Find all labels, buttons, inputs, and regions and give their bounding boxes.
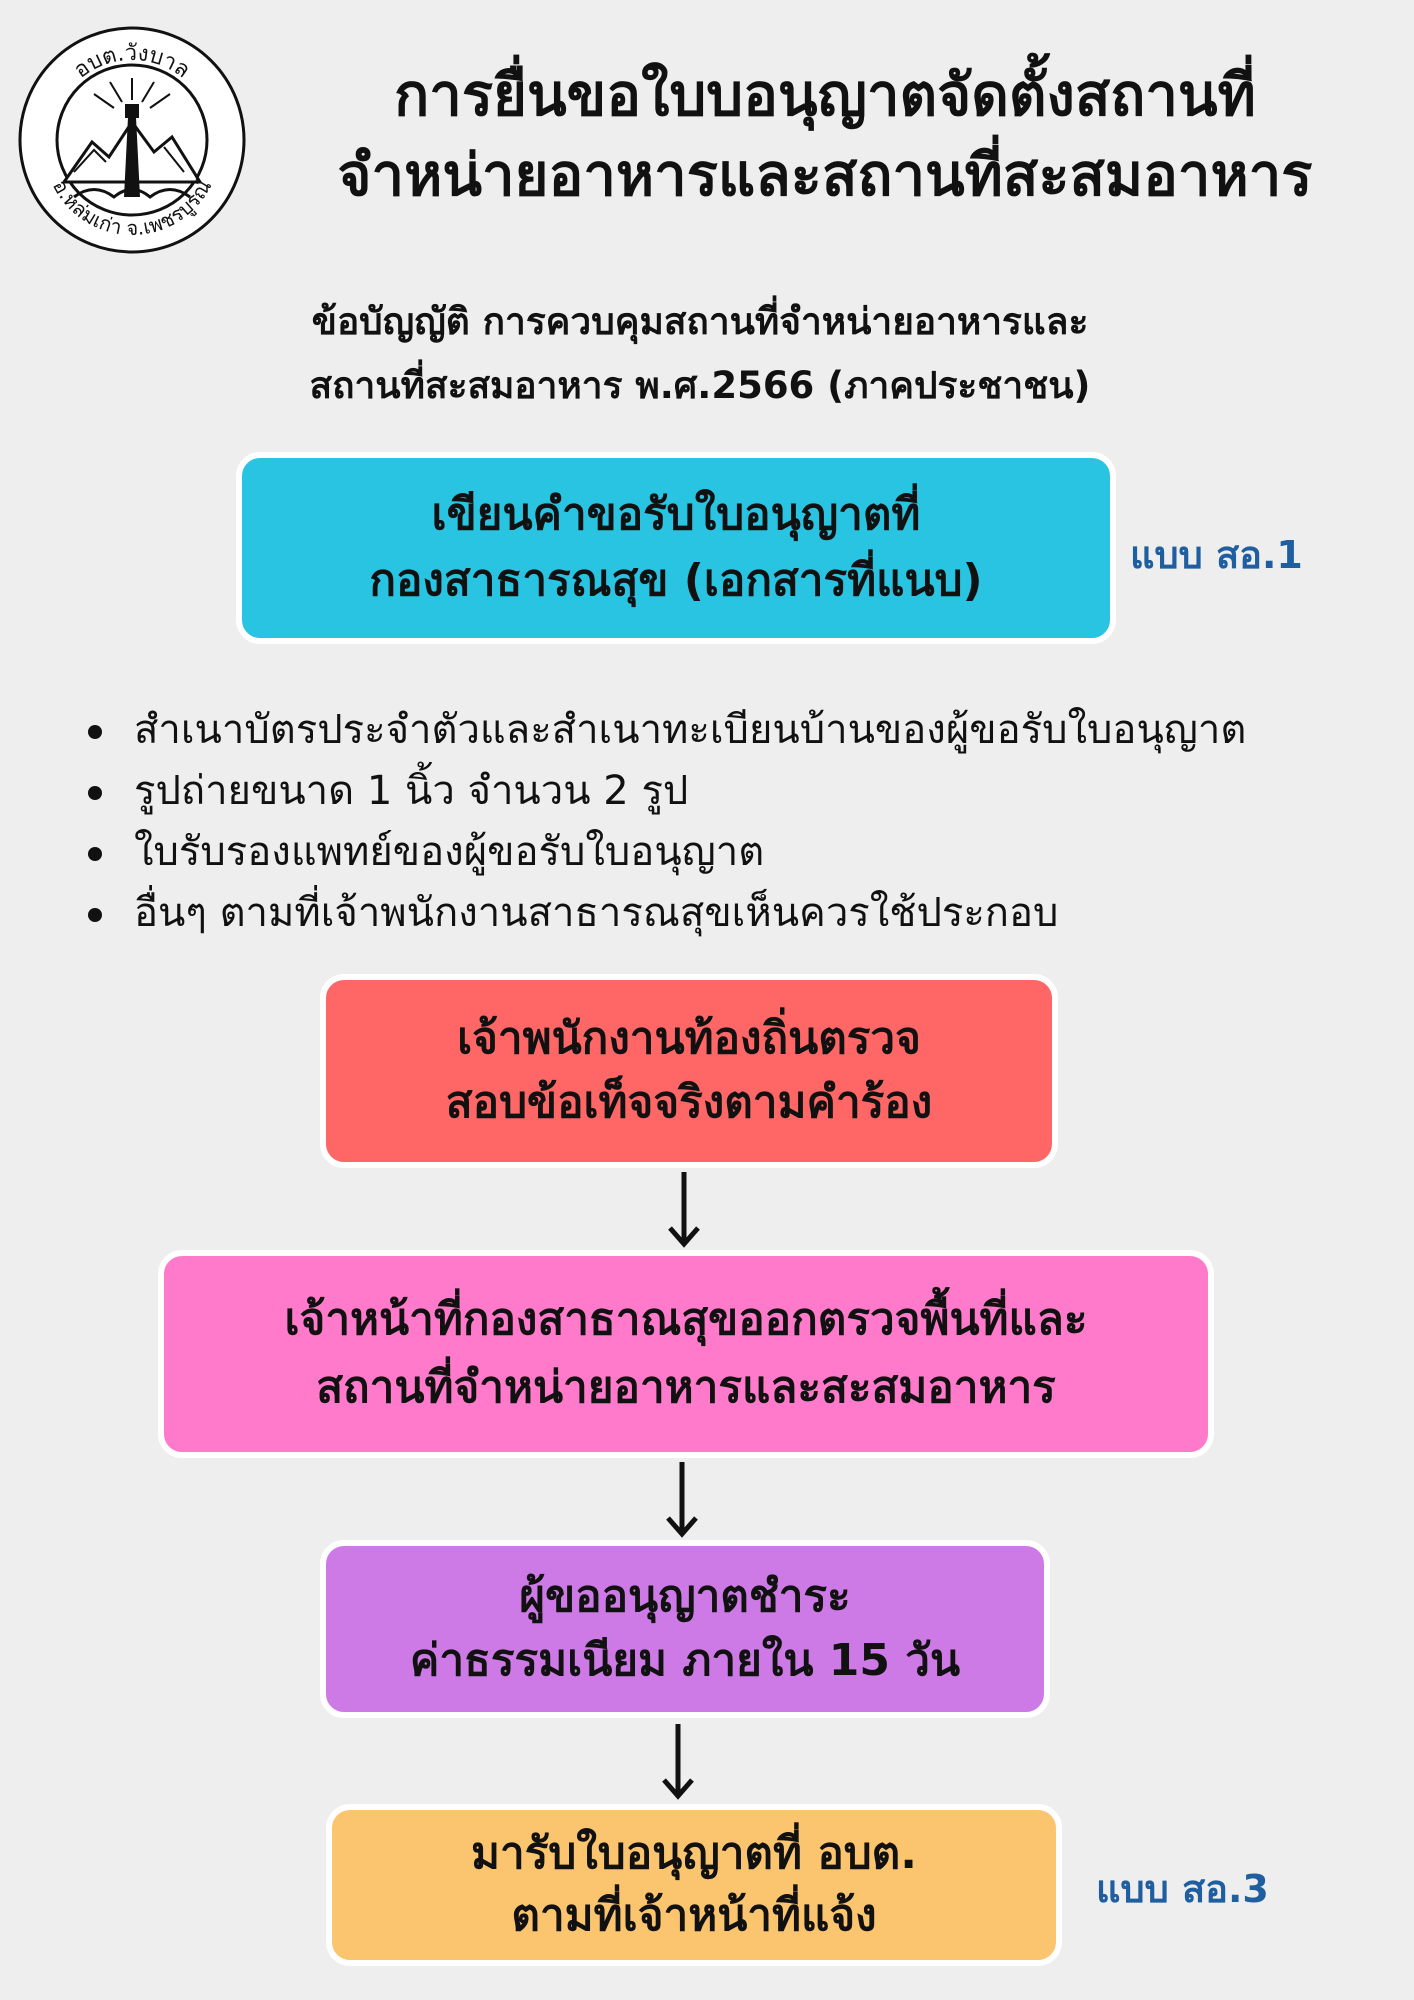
subtitle-line-1: ข้อบัญญัติ การควบคุมสถานที่จำหน่ายอาหารแ… [311, 300, 1089, 343]
step-3-box: เจ้าหน้าที่กองสาธาณสุขออกตรวจพื้นที่และ … [158, 1250, 1214, 1458]
title-line-1: การยื่นขอใบบอนุญาตจัดตั้งสถานที่ [394, 61, 1256, 129]
step-1-box: เขียนคำขอรับใบอนุญาตที่ กองสาธารณสุข (เอ… [236, 452, 1116, 644]
title-line-2: จำหน่ายอาหารและสถานที่สะสมอาหาร [337, 141, 1313, 209]
step-2-box: เจ้าพนักงานท้องถิ่นตรวจ สอบข้อเท็จจริงตา… [320, 974, 1058, 1168]
form-label-so1: แบบ สอ.1 [1130, 533, 1303, 577]
arrow-down-icon [668, 1172, 700, 1248]
step-3-line-1: เจ้าหน้าที่กองสาธาณสุขออกตรวจพื้นที่และ [284, 1294, 1088, 1345]
step-2-line-1: เจ้าพนักงานท้องถิ่นตรวจ [457, 1013, 921, 1064]
step-5-line-2: ตามที่เจ้าหน้าที่แจ้ง [511, 1890, 877, 1941]
step-5-box: มารับใบอนุญาตที่ อบต. ตามที่เจ้าหน้าที่แ… [326, 1804, 1062, 1966]
step-4-box: ผู้ขออนุญาตชำระ ค่าธรรมเนียม ภายใน 15 วั… [320, 1540, 1050, 1718]
step-2-line-2: สอบข้อเท็จจริงตามคำร้อง [445, 1077, 933, 1128]
required-documents-list: สำเนาบัตรประจำตัวและสำเนาทะเบียนบ้านของผ… [84, 700, 1384, 944]
document-item: รูปถ่ายขนาด 1 นิ้ว จำนวน 2 รูป [84, 761, 1384, 822]
step-1-line-2: กองสาธารณสุข (เอกสารที่แนบ) [369, 555, 983, 606]
step-4-line-2: ค่าธรรมเนียม ภายใน 15 วัน [409, 1635, 961, 1686]
regulation-subtitle: ข้อบัญญัติ การควบคุมสถานที่จำหน่ายอาหารแ… [200, 290, 1200, 418]
step-1-line-1: เขียนคำขอรับใบอนุญาตที่ [431, 489, 921, 540]
document-item: ใบรับรองแพทย์ของผู้ขอรับใบอนุญาต [84, 822, 1384, 883]
step-5-line-1: มารับใบอนุญาตที่ อบต. [471, 1828, 917, 1879]
arrow-down-icon [666, 1462, 698, 1538]
document-item: สำเนาบัตรประจำตัวและสำเนาทะเบียนบ้านของผ… [84, 700, 1384, 761]
step-3-line-2: สถานที่จำหน่ายอาหารและสะสมอาหาร [316, 1362, 1056, 1413]
organization-seal-logo: อบต.วังบาล อ.หล่มเก่า จ.เพชรบูรณ์ [18, 26, 246, 254]
step-4-line-1: ผู้ขออนุญาตชำระ [519, 1571, 851, 1622]
arrow-down-icon [662, 1724, 694, 1800]
subtitle-line-2: สถานที่สะสมอาหาร พ.ศ.2566 (ภาคประชาชน) [309, 364, 1091, 407]
page-title: การยื่นขอใบบอนุญาตจัดตั้งสถานที่ จำหน่าย… [270, 55, 1380, 215]
document-item: อื่นๆ ตามที่เจ้าพนักงานสาธารณสุขเห็นควรใ… [84, 883, 1384, 944]
form-label-so3: แบบ สอ.3 [1096, 1867, 1269, 1911]
